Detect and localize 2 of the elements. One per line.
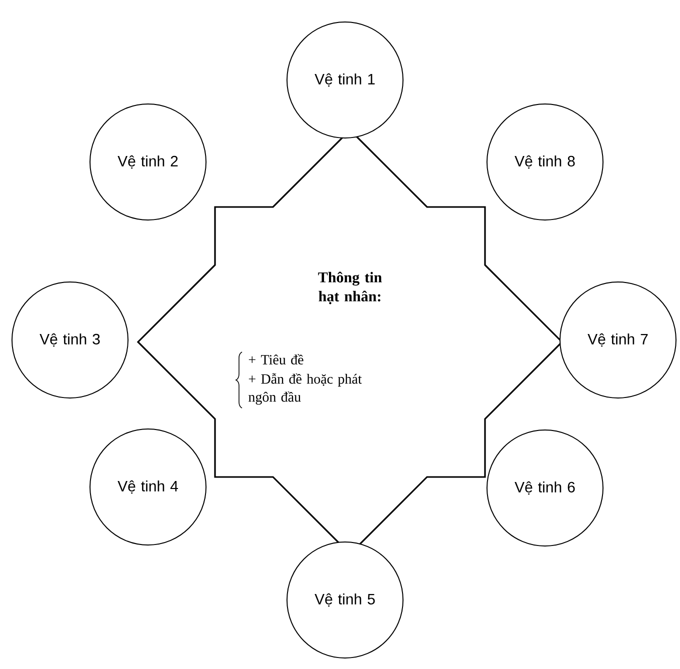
node-label: Vệ tinh 5 (314, 593, 375, 607)
node-label: Vệ tinh 7 (588, 333, 648, 347)
